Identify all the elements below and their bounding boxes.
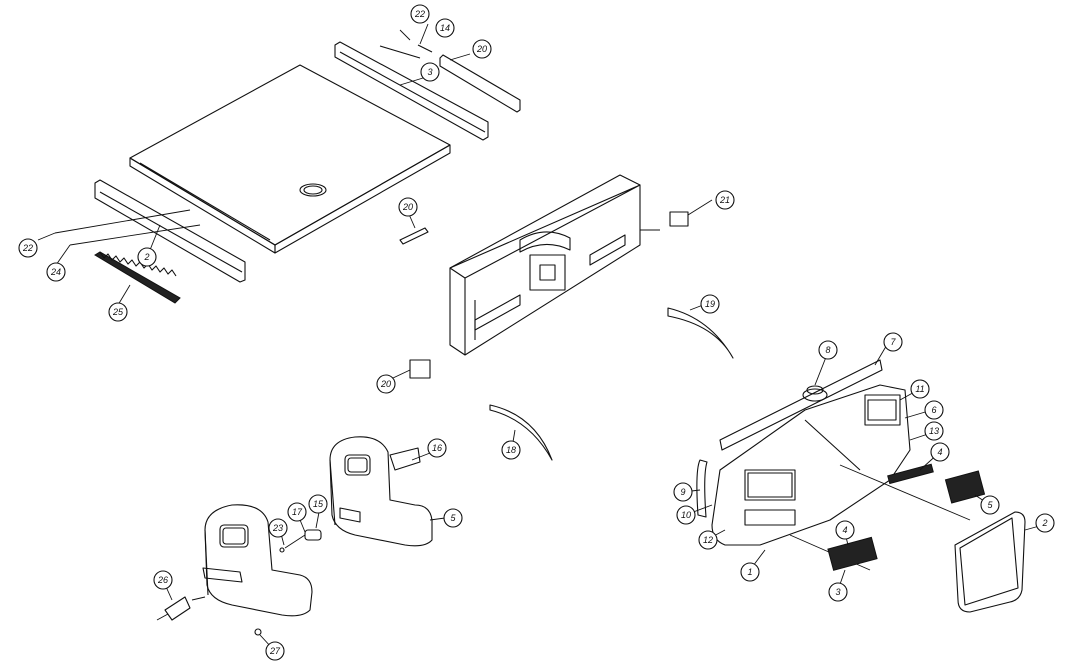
serrated-strip: [94, 251, 181, 304]
balloon-4-cab: 4: [930, 442, 950, 462]
cab-grilles: [827, 463, 986, 571]
balloon-label: 1: [747, 567, 752, 577]
balloon-label: 25: [112, 307, 124, 317]
balloon-1-cab: 1: [740, 562, 760, 582]
balloon-label: 10: [681, 510, 691, 520]
balloon-10-cab: 10: [676, 505, 696, 525]
balloon-label: 11: [915, 384, 924, 394]
balloon-2-cab: 2: [1035, 513, 1055, 533]
balloon-3-cab: 3: [828, 582, 848, 602]
balloon-20-mid: 20: [398, 197, 418, 217]
balloon-4b-cab: 4: [835, 520, 855, 540]
balloon-label: 17: [292, 507, 303, 517]
balloon-7-cab: 7: [883, 332, 903, 352]
balloon-13-cab: 13: [924, 421, 944, 441]
floor-plate: [129, 64, 451, 254]
balloon-label: 4: [937, 447, 942, 457]
balloon-label: 3: [427, 67, 432, 77]
balloon-label: 5: [450, 513, 456, 523]
balloon-label: 22: [22, 243, 33, 253]
balloon-label: 26: [157, 575, 168, 585]
balloon-label: 7: [890, 337, 896, 347]
balloon-label: 24: [50, 267, 61, 277]
balloon-20b-mid: 20: [376, 374, 396, 394]
balloon-22-left: 22: [18, 238, 38, 258]
balloon-5-seat: 5: [443, 508, 463, 528]
top-bracket: [334, 29, 521, 141]
balloon-label: 5: [987, 500, 993, 510]
balloon-20-top: 20: [472, 39, 492, 59]
balloon-16-seat: 16: [427, 438, 447, 458]
seat-hardware: [156, 529, 322, 636]
balloon-2-left: 2: [137, 247, 157, 267]
balloon-label: 6: [931, 405, 936, 415]
balloon-label: 2: [143, 252, 149, 262]
balloon-label: 22: [414, 9, 425, 19]
balloon-12-cab: 12: [698, 530, 718, 550]
balloon-25-left: 25: [108, 302, 128, 322]
balloon-label: 13: [929, 426, 939, 436]
balloon-19-mid: 19: [700, 294, 720, 314]
balloon-label: 18: [506, 445, 516, 455]
balloon-3-top: 3: [420, 62, 440, 82]
cab-window: [954, 511, 1026, 613]
balloon-6-cab: 6: [924, 400, 944, 420]
balloon-9-cab: 9: [673, 482, 693, 502]
balloon-label: 9: [680, 487, 685, 497]
balloon-label: 15: [313, 499, 324, 509]
cab-assembly: [696, 359, 971, 571]
balloon-15-seat: 15: [308, 494, 328, 514]
balloon-24-left: 24: [46, 262, 66, 282]
balloon-label: 20: [476, 44, 487, 54]
front-strip: [54, 179, 246, 283]
middle-housing: [449, 174, 660, 356]
balloon-27-seat: 27: [265, 641, 285, 661]
front-seat: [202, 504, 313, 617]
balloon-label: 20: [402, 202, 413, 212]
balloon-14-top: 14: [435, 18, 455, 38]
rear-seat: [329, 436, 433, 547]
balloon-label: 19: [705, 299, 715, 309]
balloon-5-cab: 5: [980, 495, 1000, 515]
balloon-label: 23: [272, 523, 283, 533]
middle-small-parts: [399, 211, 734, 461]
balloon-8-cab: 8: [818, 340, 838, 360]
balloon-label: 20: [380, 379, 391, 389]
balloon-label: 21: [719, 195, 730, 205]
balloon-18-mid: 18: [501, 440, 521, 460]
balloon-22-top: 22: [410, 4, 430, 24]
balloon-26-seat: 26: [153, 570, 173, 590]
balloon-17-seat: 17: [287, 502, 307, 522]
balloon-label: 14: [440, 23, 450, 33]
balloon-21-mid: 21: [715, 190, 735, 210]
balloon-label: 4: [842, 525, 847, 535]
balloon-label: 27: [269, 646, 281, 656]
balloon-label: 3: [835, 587, 840, 597]
balloon-label: 2: [1041, 518, 1047, 528]
balloon-label: 16: [432, 443, 442, 453]
balloon-11-cab: 11: [910, 379, 930, 399]
balloon-label: 8: [825, 345, 830, 355]
balloon-23-seat: 23: [268, 518, 288, 538]
balloon-label: 12: [703, 535, 713, 545]
